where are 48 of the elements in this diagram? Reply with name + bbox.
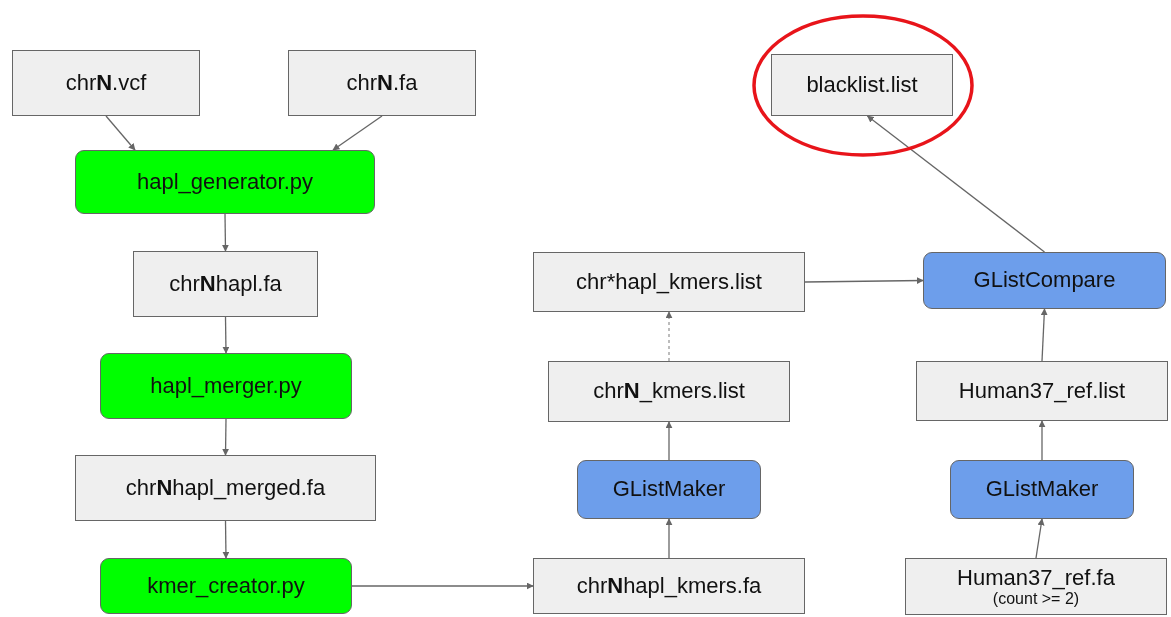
file-box [288, 50, 476, 116]
arrow [1035, 518, 1045, 559]
arrow [665, 518, 673, 559]
node-label: chrNhapl.fa [169, 271, 282, 297]
file-box [771, 54, 953, 116]
file-box [533, 252, 805, 312]
arrow [866, 115, 1046, 253]
node-label: chrN.fa [346, 70, 418, 96]
node-label: chrNhapl_kmers.fa [576, 573, 762, 599]
node-label: GListCompare [973, 268, 1116, 293]
arrow [332, 115, 383, 151]
node-label: Human37_ref.list [958, 378, 1126, 404]
node-note: (count >= 2) [992, 589, 1080, 608]
arrow [665, 421, 673, 461]
node-label: Human37_ref.fa [957, 565, 1115, 590]
file-box [905, 558, 1167, 615]
file-box [133, 251, 318, 317]
node-label: chrNhapl_merged.fa [125, 475, 326, 501]
arrow [1040, 308, 1048, 362]
arrow [221, 213, 229, 252]
node-label: hapl_generator.py [136, 169, 314, 195]
node-label: kmer_creator.py [147, 573, 305, 599]
file-box [75, 455, 376, 521]
file-box [533, 558, 805, 614]
tool-box [577, 460, 761, 519]
script-box [75, 150, 375, 214]
tool-box [950, 460, 1134, 519]
arrow [1038, 420, 1046, 461]
tool-box [923, 252, 1166, 309]
arrow [222, 418, 230, 456]
script-box [100, 558, 352, 614]
arrow [351, 582, 534, 590]
arrow [222, 316, 230, 354]
file-box [12, 50, 200, 116]
node-label: GListMaker [612, 477, 726, 502]
script-box [100, 353, 352, 419]
node-label: hapl_merger.py [150, 373, 302, 399]
node-label: chrN_kmers.list [593, 379, 745, 404]
arrow [222, 520, 230, 559]
arrow [105, 115, 136, 151]
arrow [804, 277, 924, 285]
dashed-arrow [665, 311, 673, 362]
file-box [916, 361, 1168, 421]
file-box [548, 361, 790, 422]
node-label: chr*hapl_kmers.list [576, 269, 762, 295]
node-label: GListMaker [985, 477, 1099, 502]
node-label: chrN.vcf [65, 70, 147, 96]
node-label: blacklist.list [806, 72, 918, 98]
